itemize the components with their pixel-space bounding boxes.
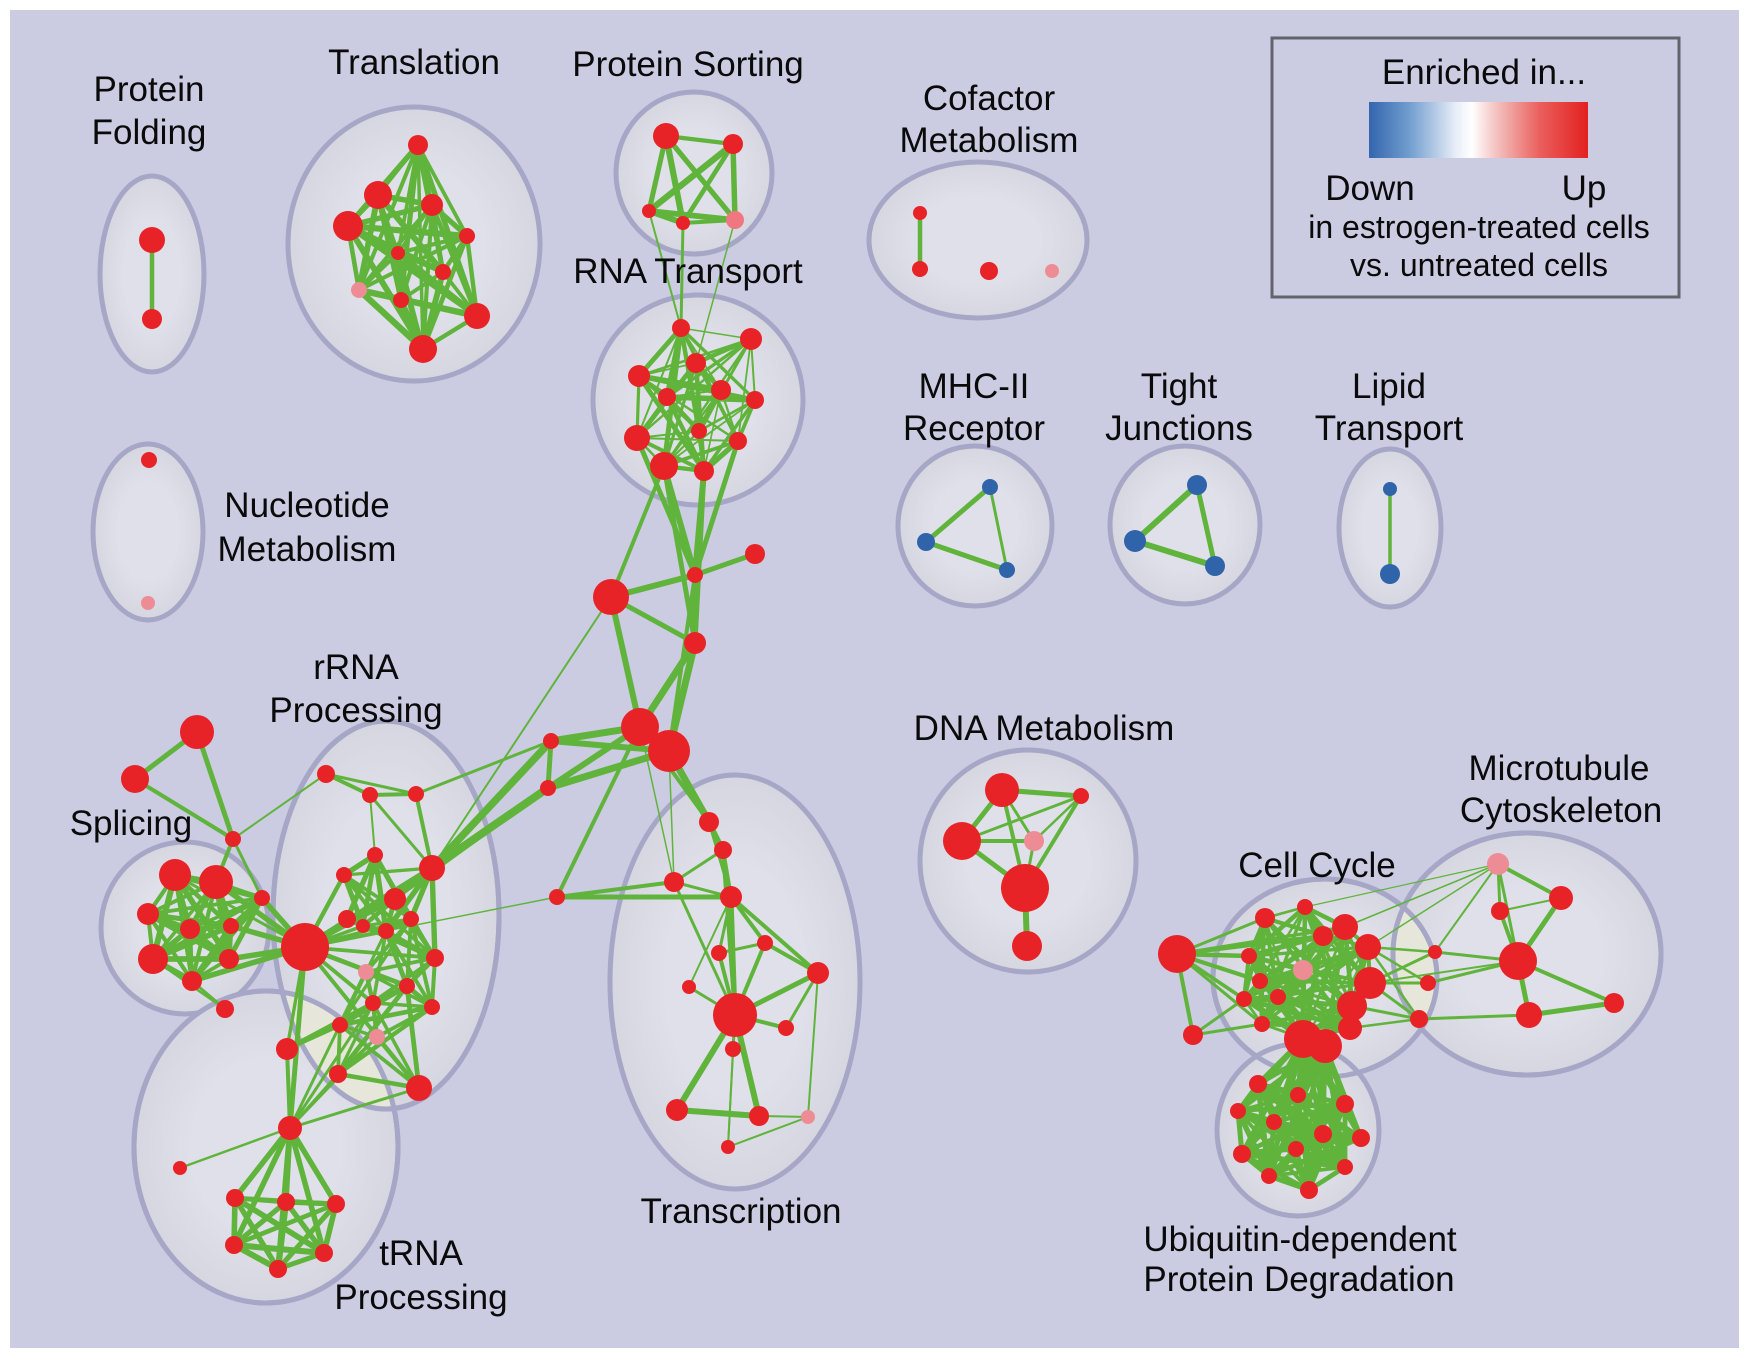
svg-text:Metabolism: Metabolism: [900, 121, 1079, 160]
svg-text:Nucleotide: Nucleotide: [224, 486, 389, 525]
svg-text:Folding: Folding: [92, 113, 207, 152]
svg-text:Cytoskeleton: Cytoskeleton: [1460, 791, 1662, 830]
svg-text:RNA Transport: RNA Transport: [573, 252, 803, 291]
svg-text:Processing: Processing: [269, 691, 442, 730]
svg-text:Down: Down: [1325, 169, 1414, 208]
svg-text:Protein: Protein: [94, 70, 205, 109]
svg-text:vs. untreated cells: vs. untreated cells: [1350, 247, 1608, 283]
svg-text:Metabolism: Metabolism: [218, 530, 397, 569]
svg-text:MHC-II: MHC-II: [919, 367, 1030, 406]
svg-text:rRNA: rRNA: [313, 648, 399, 687]
svg-text:Enriched in...: Enriched in...: [1382, 53, 1586, 92]
svg-text:Receptor: Receptor: [903, 409, 1045, 448]
svg-text:Tight: Tight: [1141, 367, 1218, 406]
svg-text:Protein Sorting: Protein Sorting: [572, 45, 804, 84]
svg-text:Transcription: Transcription: [641, 1192, 842, 1231]
svg-text:Lipid: Lipid: [1352, 367, 1426, 406]
svg-text:Up: Up: [1562, 169, 1607, 208]
svg-text:Ubiquitin-dependent: Ubiquitin-dependent: [1143, 1220, 1457, 1259]
svg-text:Translation: Translation: [328, 43, 500, 82]
svg-text:Cofactor: Cofactor: [923, 79, 1056, 118]
svg-text:Processing: Processing: [334, 1278, 507, 1317]
svg-text:tRNA: tRNA: [379, 1234, 463, 1273]
svg-text:Protein Degradation: Protein Degradation: [1143, 1260, 1454, 1299]
svg-text:Cell Cycle: Cell Cycle: [1238, 846, 1396, 885]
svg-text:DNA Metabolism: DNA Metabolism: [914, 709, 1175, 748]
svg-text:Junctions: Junctions: [1105, 409, 1253, 448]
svg-text:in estrogen-treated cells: in estrogen-treated cells: [1308, 209, 1650, 245]
svg-text:Microtubule: Microtubule: [1469, 749, 1650, 788]
svg-text:Splicing: Splicing: [70, 804, 193, 843]
svg-text:Transport: Transport: [1315, 409, 1464, 448]
